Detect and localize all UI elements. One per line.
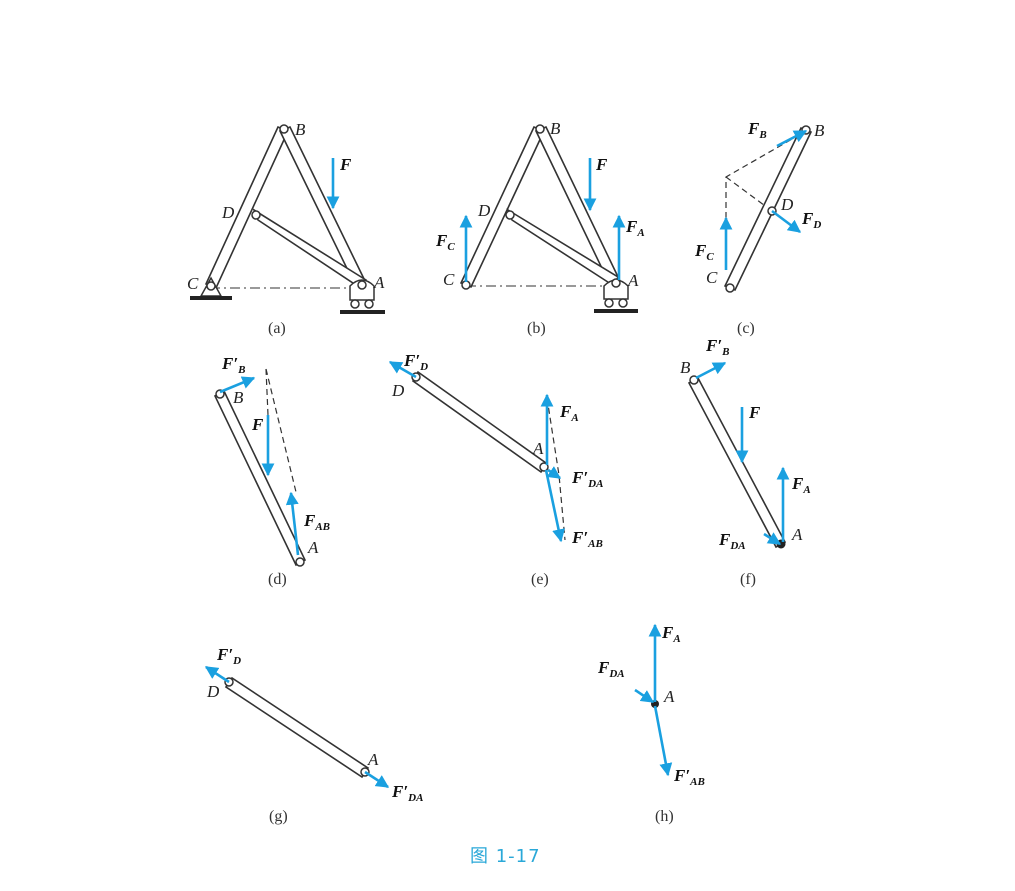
point-label-d: D — [206, 682, 220, 701]
point-label-b: B — [295, 120, 306, 139]
point-label-a: A — [373, 273, 385, 292]
figure-title: 图 1-17 — [470, 846, 541, 867]
member-cb — [459, 125, 546, 289]
force-arrow-fpda — [546, 466, 562, 480]
caption-b: (b) — [527, 320, 546, 337]
dashed-construction-lines — [546, 397, 566, 541]
panel-g: D A F′D F′DA (g) — [204, 645, 423, 825]
point-label-c: C — [443, 270, 455, 289]
roller-a-left — [350, 299, 360, 309]
pin-a — [611, 278, 621, 288]
point-label-b: B — [550, 119, 561, 138]
force-label-fa: FA — [791, 474, 811, 496]
caption-c: (c) — [737, 320, 755, 337]
panel-f: B A F′B F FA FDA (f) — [680, 336, 811, 588]
force-label-fc: FC — [694, 241, 714, 263]
force-arrow-fda — [634, 688, 655, 704]
point-label-b: B — [814, 121, 825, 140]
force-arrow-fpda — [364, 770, 390, 789]
roller-a-right — [364, 299, 374, 309]
point-label-d: D — [477, 201, 491, 220]
roller-a-left — [604, 298, 614, 308]
point-label-c: C — [706, 268, 718, 287]
caption-h: (h) — [655, 808, 674, 825]
caption-a: (a) — [268, 320, 286, 337]
point-label-a: A — [791, 525, 803, 544]
point-label-d: D — [780, 195, 794, 214]
caption-g: (g) — [269, 808, 288, 825]
point-label-b: B — [680, 358, 691, 377]
point-label-a: A — [663, 687, 675, 706]
point-label-a: A — [367, 750, 379, 769]
panel-b: B D C A F FC FA (b) — [435, 119, 645, 337]
point-label-d: D — [221, 203, 235, 222]
member-da — [224, 676, 370, 779]
point-label-d: D — [391, 381, 405, 400]
force-label-fb: FB — [747, 119, 767, 141]
panel-h: A FA FDA F′AB (h) — [597, 623, 705, 825]
force-label-f: F — [595, 155, 608, 174]
caption-e: (e) — [531, 571, 549, 588]
pin-d — [251, 210, 261, 220]
pin-a — [357, 280, 367, 290]
force-arrow-fpab — [544, 469, 565, 543]
force-label-fpd: F′D — [216, 645, 241, 667]
force-label-fpd: F′D — [403, 351, 428, 373]
dashed-line-1 — [265, 368, 269, 416]
pin-c — [461, 280, 471, 290]
force-arrow-fb — [776, 129, 808, 148]
point-label-a: A — [532, 439, 544, 458]
force-label-fab: FAB — [303, 511, 330, 533]
force-arrow-fpab — [653, 705, 673, 777]
pin-d — [505, 210, 515, 220]
roller-support-a — [349, 279, 375, 301]
member-da — [411, 370, 548, 474]
force-label-fd: FD — [801, 209, 821, 231]
force-label-fpab: F′AB — [571, 528, 603, 550]
member-cb — [204, 125, 290, 290]
force-label-fc: FC — [435, 231, 455, 253]
force-label-fa: FA — [625, 217, 645, 239]
panel-a: B D C A F (a) — [187, 120, 385, 337]
force-arrow-fpb — [695, 361, 727, 380]
pin-b — [279, 124, 289, 134]
force-arrow-fpb — [219, 376, 256, 394]
panel-c: B D C FB FD FC (c) — [694, 119, 825, 337]
pin-c — [725, 283, 735, 293]
force-label-fpda: F′DA — [571, 468, 603, 490]
force-label-fpb: F′B — [221, 354, 245, 376]
pin-a — [295, 557, 305, 567]
caption-f: (f) — [740, 571, 756, 588]
force-label-fa: FA — [661, 623, 681, 645]
panel-e: D A F′D FA F′DA F′AB (e) — [388, 351, 603, 588]
force-arrow-fpd — [204, 665, 230, 684]
force-label-f: F — [339, 155, 352, 174]
force-label-fa: FA — [559, 402, 579, 424]
pin-c — [206, 281, 216, 291]
point-label-a: A — [307, 538, 319, 557]
point-label-a: A — [627, 271, 639, 290]
force-label-f: F — [251, 415, 264, 434]
caption-d: (d) — [268, 571, 287, 588]
force-label-fpda: F′DA — [391, 782, 423, 804]
panel-d: B A F′B F FAB (d) — [213, 354, 330, 588]
point-label-b: B — [233, 388, 244, 407]
roller-a-right — [618, 298, 628, 308]
force-arrow-fab — [285, 491, 300, 556]
force-arrow-fpd — [388, 360, 417, 379]
force-arrow-fd — [771, 209, 802, 234]
force-label-fpab: F′AB — [673, 766, 705, 788]
dashed-line-2 — [265, 368, 297, 493]
force-arrow-fda — [763, 532, 782, 546]
force-label-fda: FDA — [718, 530, 746, 552]
member-ba — [687, 376, 787, 549]
force-label-fda: FDA — [597, 658, 625, 680]
pin-b — [535, 124, 545, 134]
force-label-fpb: F′B — [705, 336, 729, 358]
point-label-c: C — [187, 274, 199, 293]
force-label-f: F — [748, 403, 761, 422]
